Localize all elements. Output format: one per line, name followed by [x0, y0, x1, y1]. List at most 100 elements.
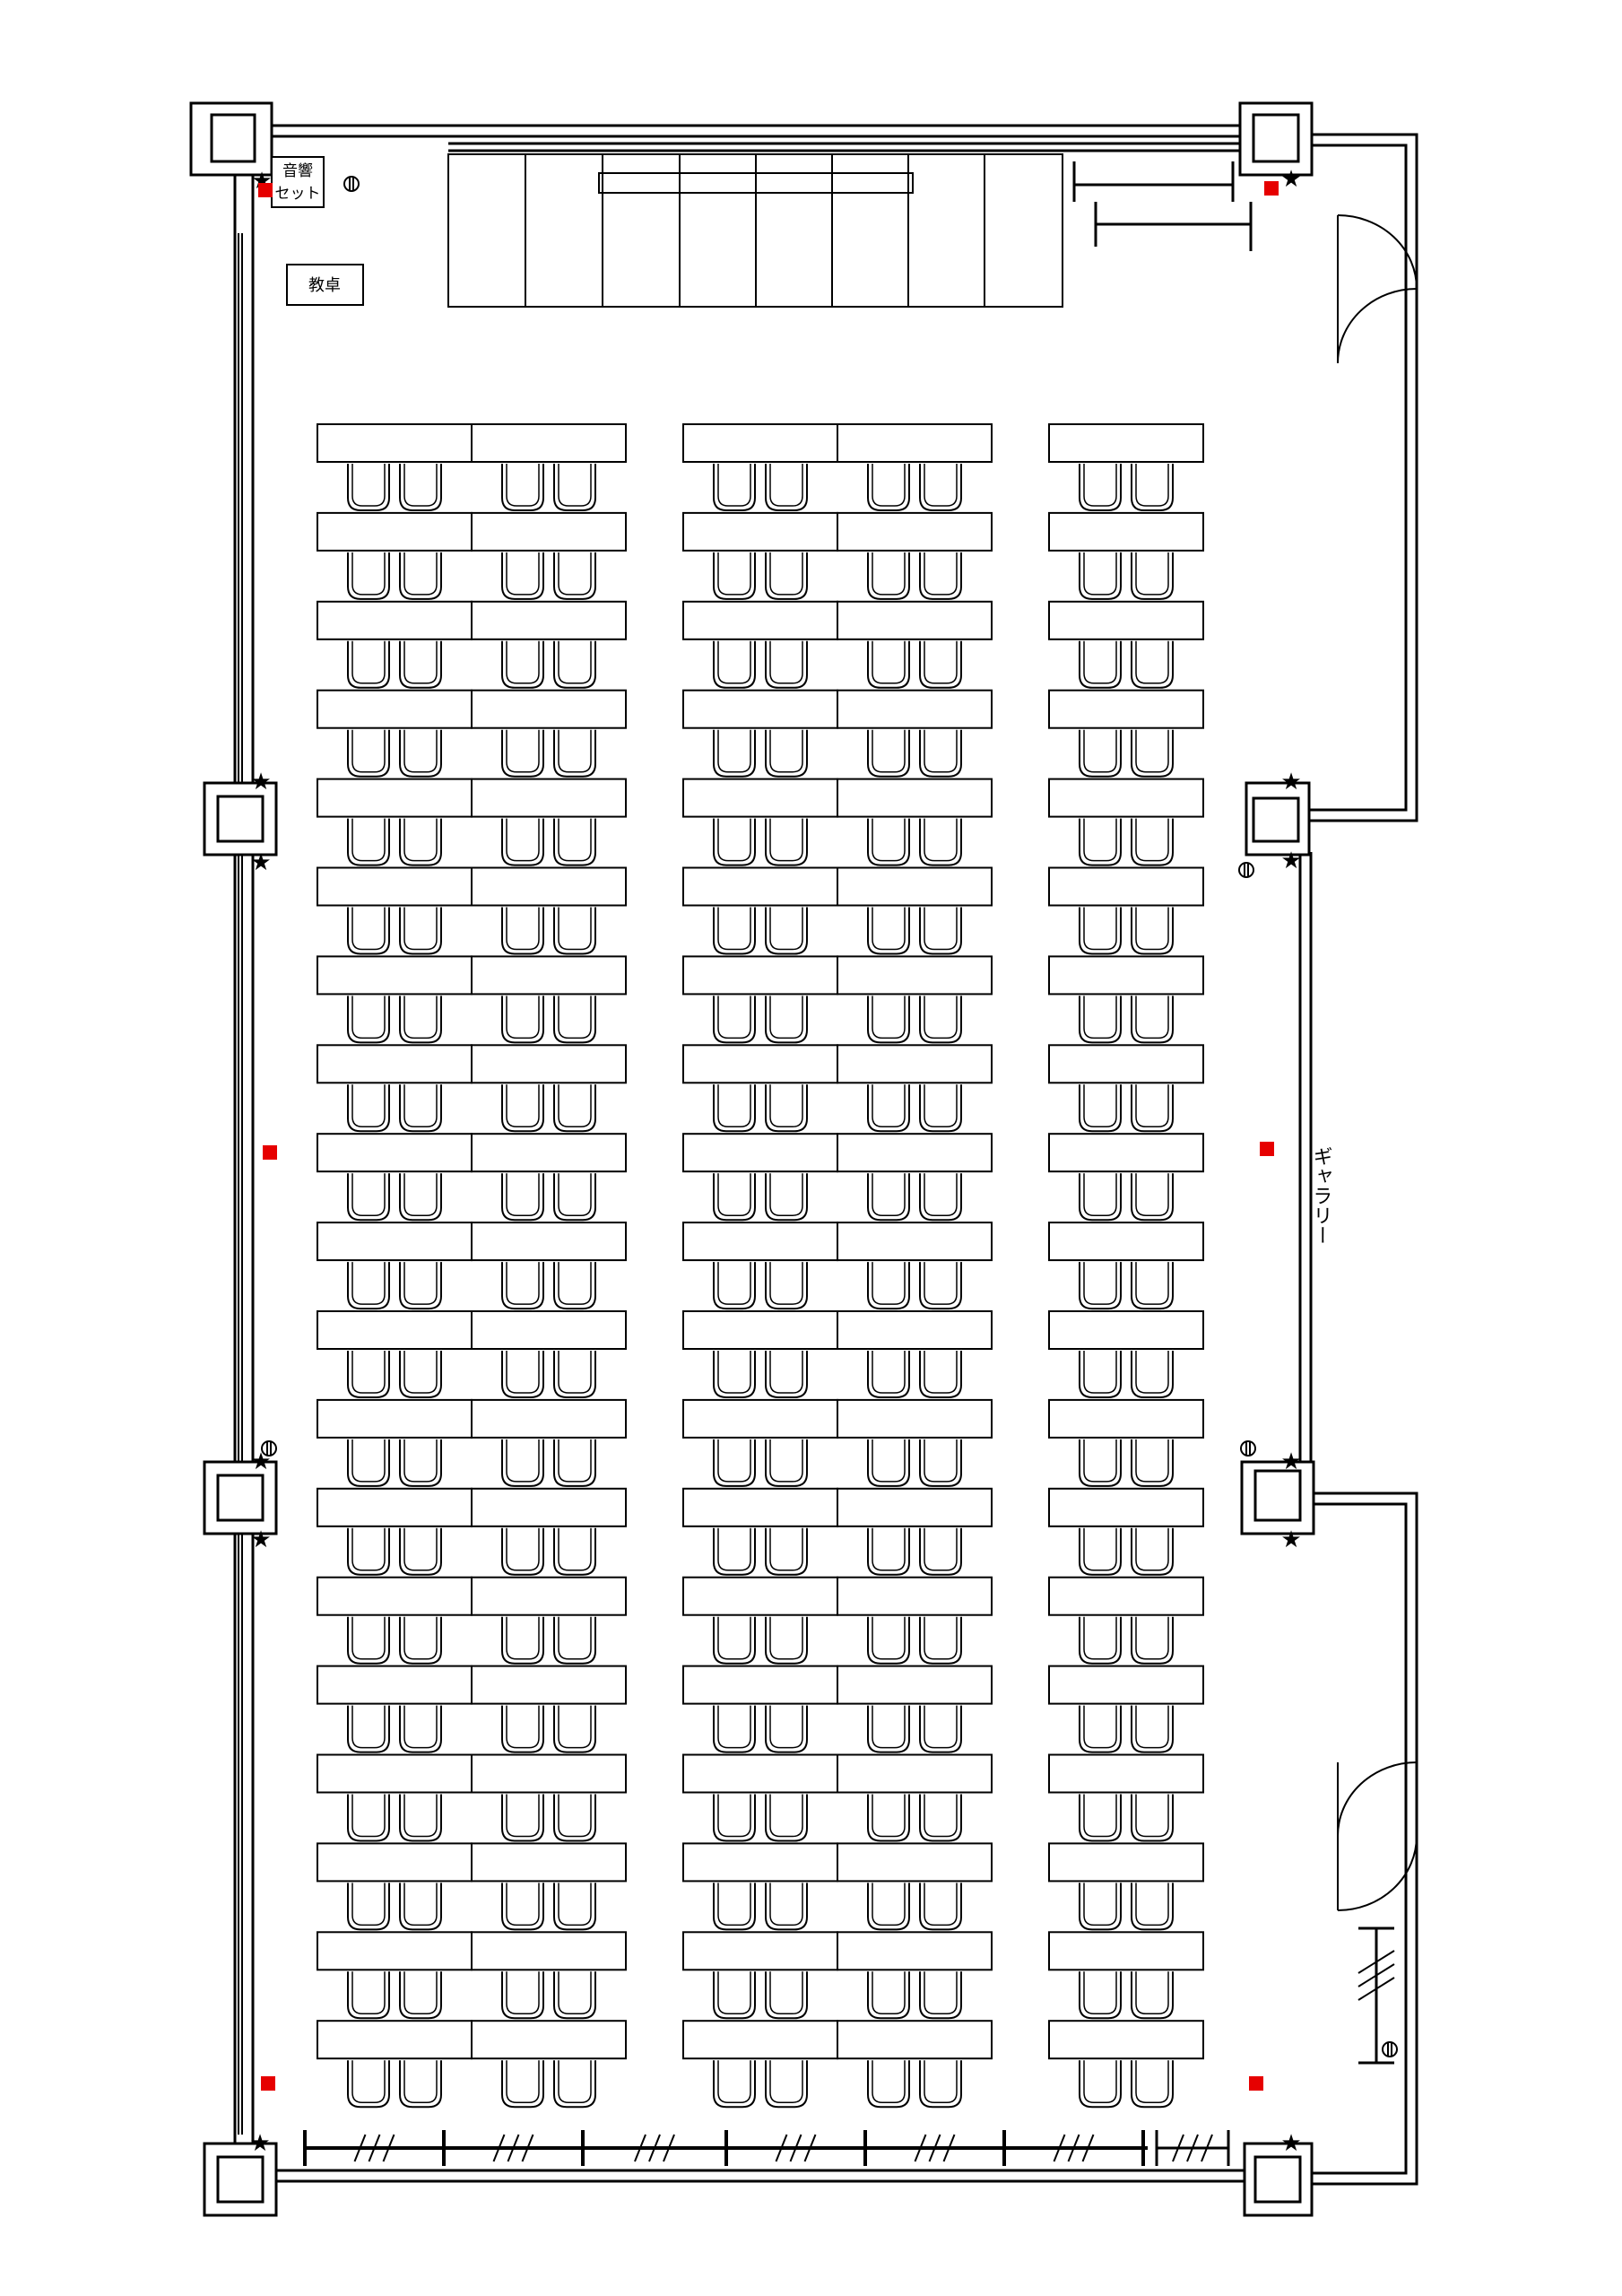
- chair: [919, 1794, 962, 1842]
- chair: [1131, 2060, 1174, 2109]
- chair: [399, 1971, 442, 2020]
- desk: [837, 1222, 993, 1262]
- chair: [713, 1616, 756, 1665]
- chair: [347, 1527, 390, 1576]
- chair: [501, 729, 544, 778]
- chair: [867, 2060, 910, 2109]
- chair: [1131, 1173, 1174, 1222]
- chair: [765, 1971, 808, 2020]
- chair: [867, 1971, 910, 2020]
- desk: [837, 511, 993, 552]
- chair: [1131, 996, 1174, 1044]
- desk: [682, 511, 838, 552]
- chair: [399, 907, 442, 955]
- desk: [471, 1310, 627, 1350]
- chair: [867, 907, 910, 955]
- chair: [553, 1084, 596, 1133]
- chair: [553, 1262, 596, 1310]
- chair: [1131, 1351, 1174, 1398]
- chair: [713, 1262, 756, 1310]
- chair: [399, 1084, 442, 1133]
- outlet-icon: [343, 176, 360, 192]
- chair: [713, 1527, 756, 1576]
- chair: [919, 1971, 962, 2020]
- chair: [765, 1173, 808, 1222]
- desk: [317, 1310, 473, 1350]
- chair: [867, 552, 910, 600]
- desk: [682, 1310, 838, 1350]
- chair: [1131, 1084, 1174, 1133]
- chair: [867, 1173, 910, 1222]
- chair: [919, 1173, 962, 1222]
- chair: [713, 2060, 756, 2109]
- desk: [471, 866, 627, 907]
- column-bottom-right: [1243, 2142, 1314, 2217]
- chair: [1131, 1439, 1174, 1487]
- chair: [765, 1262, 808, 1310]
- chair: [553, 1527, 596, 1576]
- chair: [553, 1173, 596, 1222]
- chair: [553, 552, 596, 600]
- chair: [867, 1527, 910, 1576]
- desk: [837, 1133, 993, 1173]
- chair: [347, 1883, 390, 1931]
- chair: [765, 464, 808, 511]
- chair: [867, 1794, 910, 1842]
- chair: [1079, 1262, 1122, 1310]
- desk: [471, 1044, 627, 1084]
- star-icon: ★: [249, 2130, 270, 2157]
- chair: [919, 1705, 962, 1753]
- chair: [399, 2060, 442, 2109]
- chair: [1131, 464, 1174, 511]
- chair: [399, 818, 442, 866]
- chair: [713, 907, 756, 955]
- desk: [317, 1931, 473, 1971]
- desk: [837, 955, 993, 996]
- desk: [682, 1133, 838, 1173]
- door-lower-right[interactable]: [1337, 1761, 1418, 1911]
- chair: [501, 1971, 544, 2020]
- desk: [317, 1487, 473, 1527]
- chair: [919, 1527, 962, 1576]
- audio-set: 音響 セット: [271, 156, 325, 208]
- desk: [317, 778, 473, 818]
- chair: [765, 1527, 808, 1576]
- chair: [347, 1705, 390, 1753]
- desk: [471, 1133, 627, 1173]
- desk: [317, 1222, 473, 1262]
- chair: [1079, 818, 1122, 866]
- outlet-icon: [1382, 2041, 1398, 2057]
- red-square-marker-icon: [1249, 2076, 1263, 2091]
- chair: [501, 1527, 544, 1576]
- chair: [1131, 1616, 1174, 1665]
- desk: [317, 866, 473, 907]
- chair: [347, 1439, 390, 1487]
- star-icon: ★: [1280, 1526, 1301, 1553]
- desk: [837, 1398, 993, 1439]
- desk: [1048, 1133, 1204, 1173]
- chair: [347, 1794, 390, 1842]
- chair: [919, 1084, 962, 1133]
- chair: [867, 464, 910, 511]
- door-upper-right[interactable]: [1337, 214, 1418, 364]
- chair: [1131, 1794, 1174, 1842]
- doors: [1337, 214, 1418, 1911]
- desk: [471, 1222, 627, 1262]
- desk: [1048, 1398, 1204, 1439]
- chair: [399, 640, 442, 689]
- desk: [682, 955, 838, 996]
- chair: [867, 1439, 910, 1487]
- star-icon: ★: [250, 769, 271, 796]
- chair: [713, 1705, 756, 1753]
- chair: [347, 1262, 390, 1310]
- desk: [471, 423, 627, 463]
- chair: [553, 1616, 596, 1665]
- chair: [1079, 1794, 1122, 1842]
- chair: [867, 1084, 910, 1133]
- chair: [1079, 1084, 1122, 1133]
- chair: [1131, 907, 1174, 955]
- chair: [347, 1084, 390, 1133]
- chair: [501, 464, 544, 511]
- desk: [317, 1044, 473, 1084]
- chair: [347, 907, 390, 955]
